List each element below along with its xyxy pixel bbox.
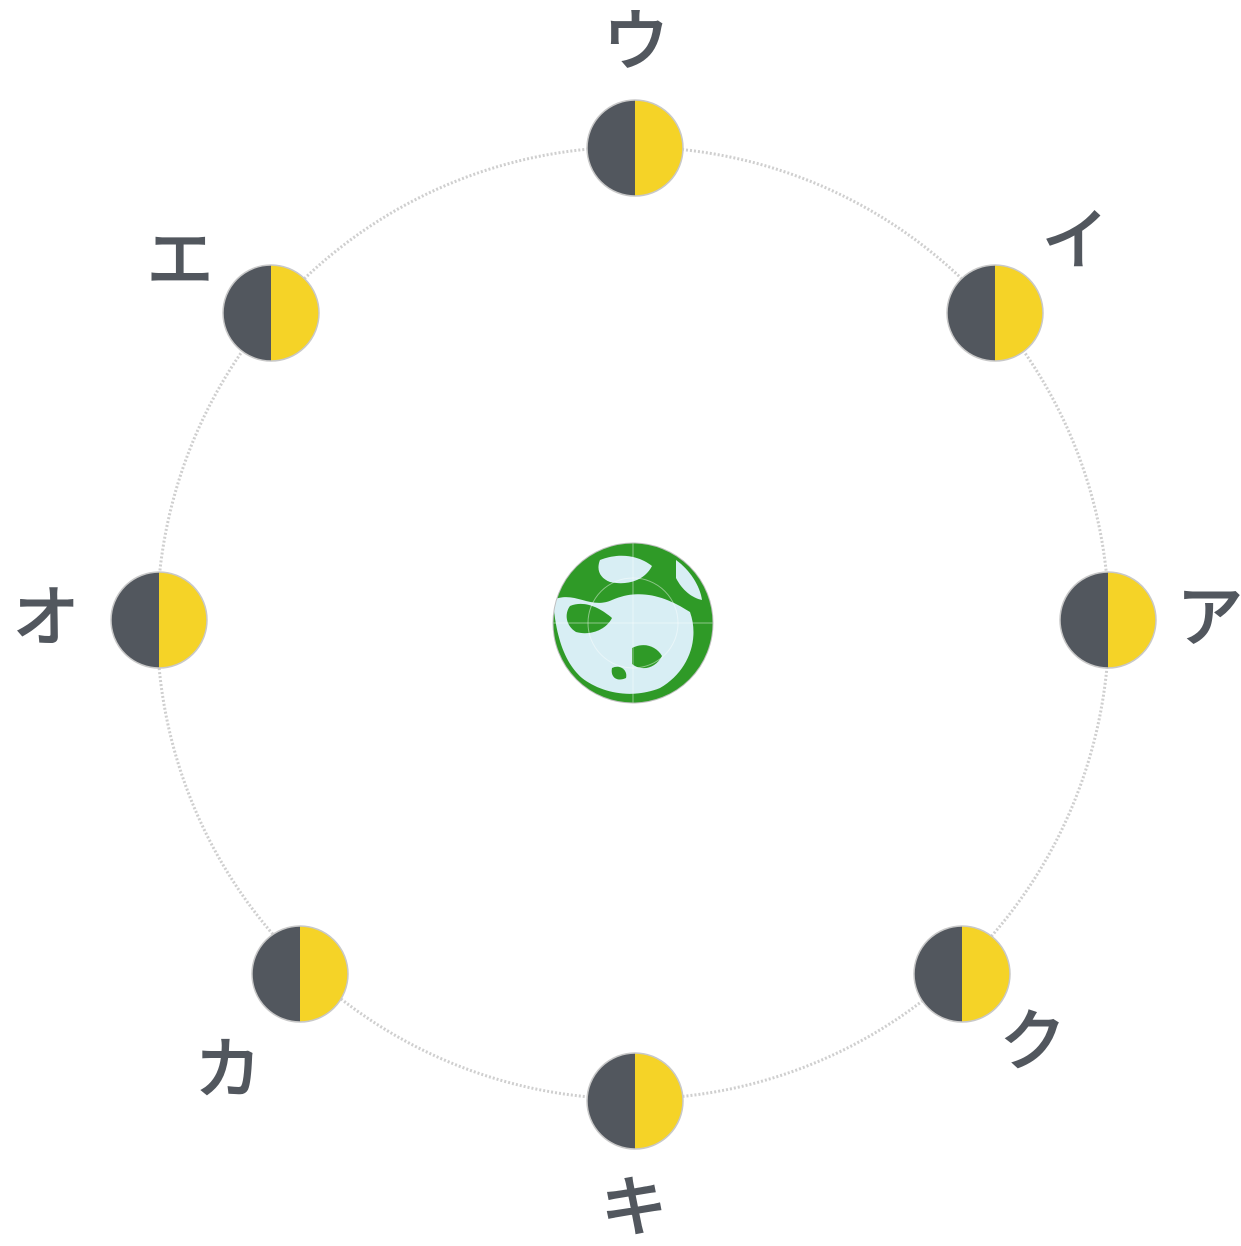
position-label-ki: キ — [601, 1175, 667, 1241]
moon-ka — [252, 926, 348, 1022]
moon-u — [587, 100, 683, 196]
moon-dark-half — [587, 1053, 635, 1149]
moon-dark-half — [223, 265, 271, 361]
moon-i — [947, 265, 1043, 361]
moon-lit-half — [300, 926, 348, 1022]
position-label-u: ウ — [603, 9, 669, 75]
moon-a — [1060, 572, 1156, 668]
moon-dark-half — [1060, 572, 1108, 668]
moon-ki — [587, 1053, 683, 1149]
moon-e — [223, 265, 319, 361]
earth-icon — [553, 543, 713, 703]
moon-o — [111, 572, 207, 668]
moon-dark-half — [587, 100, 635, 196]
moon-dark-half — [914, 926, 962, 1022]
position-label-o: オ — [13, 585, 79, 651]
moon-lit-half — [1108, 572, 1156, 668]
moon-dark-half — [947, 265, 995, 361]
moon-dark-half — [252, 926, 300, 1022]
moon-dark-half — [111, 572, 159, 668]
moon-lit-half — [635, 1053, 683, 1149]
moon-lit-half — [159, 572, 207, 668]
position-label-i: イ — [1042, 208, 1108, 274]
moon-lit-half — [271, 265, 319, 361]
moon-lit-half — [995, 265, 1043, 361]
moon-lit-half — [635, 100, 683, 196]
position-label-ka: カ — [195, 1037, 261, 1103]
position-label-e: エ — [147, 227, 213, 293]
position-label-a: ア — [1177, 585, 1241, 651]
position-label-ku: ク — [1000, 1009, 1066, 1075]
moon-ku — [914, 926, 1010, 1022]
